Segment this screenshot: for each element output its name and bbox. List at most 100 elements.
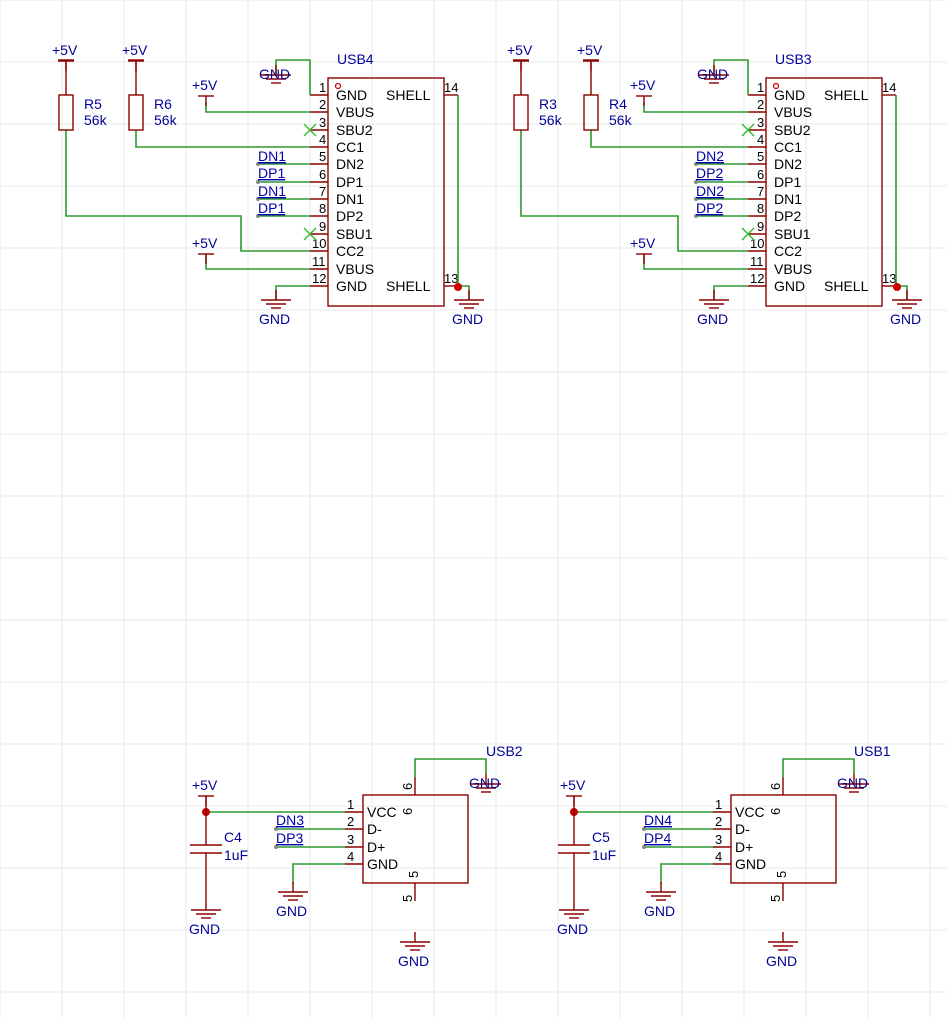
junction-dot <box>893 283 901 291</box>
gnd-label: GND <box>276 903 307 919</box>
usb2-connector[interactable]: USB2 1 2 3 4 VCC D- D+ GND 6 6 5 5 <box>345 743 523 902</box>
usb4-pin-num: 6 <box>319 167 326 182</box>
usb3-pin-name: VBUS <box>774 104 812 120</box>
vcc-symbol: +5V <box>630 235 656 264</box>
capacitor-c4[interactable]: C4 1uF <box>190 796 248 900</box>
r3-value: 56k <box>539 112 563 128</box>
usb1-pin-name: D+ <box>735 839 753 855</box>
resistor-r4[interactable]: R4 56k <box>583 59 633 131</box>
usb3-pin-name: GND <box>774 278 805 294</box>
ground-icon: GND <box>398 932 430 969</box>
usb3-pin-name: DN1 <box>774 191 802 207</box>
vcc-symbol: +5V <box>577 42 603 71</box>
usb2-pin-name: GND <box>367 856 398 872</box>
gnd-label: GND <box>766 953 797 969</box>
usb2-pin-num: 5 <box>406 871 421 878</box>
usb3-pin-name: SHELL <box>824 87 869 103</box>
usb4-pin-name: CC1 <box>336 139 364 155</box>
usb3-pin-num: 7 <box>757 184 764 199</box>
net-label[interactable]: DN1 <box>258 183 286 199</box>
usb4-body <box>327 77 445 307</box>
usb3-ref: USB3 <box>775 51 812 67</box>
usb1-wires <box>570 758 855 884</box>
net-label[interactable]: DP1 <box>258 165 285 181</box>
usb2-pin-num: 3 <box>347 832 354 847</box>
usb4-ref: USB4 <box>337 51 374 67</box>
net-pin-dots <box>694 162 698 218</box>
usb4-pin1-marker <box>334 82 342 90</box>
net-label[interactable]: DP2 <box>696 200 723 216</box>
net-label[interactable]: DN4 <box>644 812 672 828</box>
gnd-label: GND <box>890 311 921 327</box>
c5-ref: C5 <box>592 829 610 845</box>
net-label[interactable]: DN2 <box>696 148 724 164</box>
usb3-connector[interactable]: USB3 1 2 3 4 5 6 7 8 9 10 11 12 14 1 <box>748 51 896 307</box>
usb4-pin-num: 9 <box>319 219 326 234</box>
usb3-pin-num: 6 <box>757 167 764 182</box>
usb1-pin-num: 5 <box>768 895 783 902</box>
usb1-connector[interactable]: USB1 1 2 3 4 VCC D- D+ GND 6 6 5 5 <box>713 743 891 902</box>
vcc-label: +5V <box>507 42 533 58</box>
ground-icon: GND <box>276 882 308 919</box>
capacitor-c5[interactable]: C5 1uF <box>558 796 616 900</box>
gnd-label: GND <box>557 921 588 937</box>
net-label[interactable]: DP3 <box>276 830 303 846</box>
usb4-pin-num: 3 <box>319 115 326 130</box>
vcc-symbol: +5V <box>507 42 533 71</box>
usb2-pin-num: 4 <box>347 849 354 864</box>
usb2-wires <box>202 758 487 884</box>
no-connect-icon <box>303 123 317 241</box>
gnd-label: GND <box>189 921 220 937</box>
usb3-pin-num: 14 <box>882 80 896 95</box>
c5-value: 1uF <box>592 847 616 863</box>
usb3-pin1-marker <box>772 82 780 90</box>
usb4-pin-num: 12 <box>312 271 326 286</box>
usb3-pin-name: SHELL <box>824 278 869 294</box>
vcc-label: +5V <box>630 235 656 251</box>
c4-value: 1uF <box>224 847 248 863</box>
ground-icon: GND <box>837 774 869 793</box>
usb3-pin-num: 5 <box>757 149 764 164</box>
net-label[interactable]: DN2 <box>696 183 724 199</box>
usb1-pin-num: 6 <box>768 808 783 815</box>
usb4-pin-num: 2 <box>319 97 326 112</box>
net-label[interactable]: DP4 <box>644 830 671 846</box>
ground-icon: GND <box>697 65 729 84</box>
usb2-ref: USB2 <box>486 743 523 759</box>
usb3-pin-name: DN2 <box>774 156 802 172</box>
net-label[interactable]: DN1 <box>258 148 286 164</box>
usb4-pin-name: DN1 <box>336 191 364 207</box>
net-label[interactable]: DP1 <box>258 200 285 216</box>
usb1-pin-name: VCC <box>735 804 765 820</box>
usb4-pin-num: 7 <box>319 184 326 199</box>
ground-icon: GND <box>452 290 484 327</box>
ground-icon: GND <box>259 290 291 327</box>
usb3-pin-num: 11 <box>750 254 764 269</box>
usb4-connector[interactable]: USB4 1 2 3 4 5 6 7 8 9 10 11 12 <box>310 51 458 307</box>
resistor-r5[interactable]: R5 56k <box>58 59 108 131</box>
usb1-pin-num: 4 <box>715 849 722 864</box>
usb4-pin-name: VBUS <box>336 104 374 120</box>
r6-value: 56k <box>154 112 178 128</box>
usb1-pin-name: D- <box>735 821 750 837</box>
net-label[interactable]: DP2 <box>696 165 723 181</box>
gnd-label: GND <box>259 311 290 327</box>
gnd-label: GND <box>837 775 868 791</box>
vcc-label: +5V <box>192 235 218 251</box>
net-pin-dots <box>274 827 278 849</box>
usb3-pin-num: 8 <box>757 201 764 216</box>
net-label[interactable]: DN3 <box>276 812 304 828</box>
usb3-pin-num: 1 <box>757 80 764 95</box>
ground-icon: GND <box>259 65 291 84</box>
usb4-pin-num: 4 <box>319 132 326 147</box>
usb3-pin-name: CC1 <box>774 139 802 155</box>
usb4-pin-name: SHELL <box>386 87 431 103</box>
vcc-symbol: +5V <box>192 77 218 106</box>
usb3-left-pins <box>748 94 896 287</box>
usb3-pin-num: 3 <box>757 115 764 130</box>
usb1-pin-name: GND <box>735 856 766 872</box>
usb1-pin-num: 3 <box>715 832 722 847</box>
vcc-symbol: +5V <box>192 235 218 264</box>
